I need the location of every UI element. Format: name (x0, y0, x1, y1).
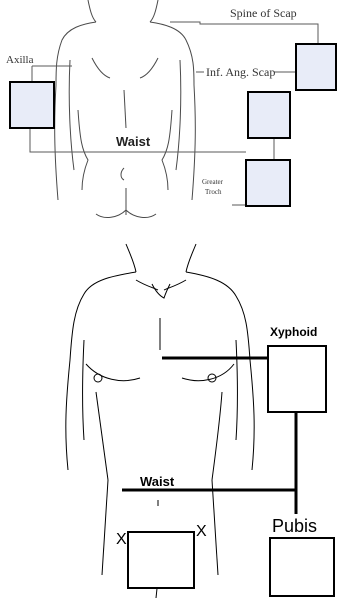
front-neck-left (126, 244, 136, 272)
back-arm-right (192, 85, 195, 200)
back-torso-left (78, 110, 88, 190)
leader-spine-of-scap (170, 22, 318, 44)
back-shoulder-right (150, 22, 194, 85)
back-neck-right (150, 0, 158, 22)
box-inf-ang-scap (248, 92, 290, 138)
box-greater-troch (246, 160, 290, 206)
back-spine (124, 90, 126, 128)
box-xyphoid (268, 346, 326, 412)
back-sacrum (121, 168, 124, 180)
back-arm-right-inner (176, 60, 181, 170)
front-shoulder-left (70, 272, 136, 360)
back-scapula-left (92, 58, 110, 78)
front-clavicle-left (136, 280, 158, 290)
front-clavicle-right (164, 280, 186, 290)
label-waist-back: Waist (116, 134, 151, 149)
front-neck-right (186, 244, 196, 272)
back-arm-left (55, 85, 58, 200)
back-scapula-right (140, 58, 158, 78)
front-neck-notch (152, 284, 170, 298)
label-spine-of-scap: Spine of Scap (230, 6, 297, 20)
front-abdomen-right (212, 392, 222, 480)
label-inf-ang-scap: Inf. Ang. Scap (206, 65, 275, 79)
box-axilla (10, 82, 54, 128)
back-gluteal-right (126, 210, 156, 217)
back-view-figure (55, 0, 196, 217)
front-hip-left (102, 480, 108, 575)
front-hip-right (212, 480, 218, 575)
back-gluteal-left (96, 210, 126, 217)
label-axilla: Axilla (6, 54, 34, 66)
label-x-right: X (196, 523, 207, 540)
front-shoulder-right (186, 272, 250, 360)
box-spine-of-scap (296, 44, 336, 90)
label-xyphoid: Xyphoid (270, 325, 317, 339)
front-arm-left-outer (66, 360, 70, 470)
leader-axilla (32, 66, 72, 82)
front-arm-left-inner (83, 340, 85, 440)
label-greater: Greater (202, 178, 224, 186)
label-waist-front: Waist (140, 474, 175, 489)
front-view-boxes (128, 346, 334, 596)
back-neck-left (88, 0, 96, 22)
back-view-boxes (10, 44, 336, 206)
back-torso-right (162, 110, 172, 190)
label-troch: Troch (205, 188, 222, 196)
front-arm-right-inner (236, 340, 238, 440)
front-abdomen-left (96, 392, 108, 480)
front-arm-right-outer (250, 360, 254, 470)
back-shoulder-left (56, 22, 96, 85)
front-nipple-left (94, 374, 102, 382)
back-arm-left-inner (69, 60, 74, 170)
label-x-left: X (116, 531, 127, 548)
box-pubis (270, 538, 334, 596)
label-pubis: Pubis (272, 516, 317, 536)
box-hip (128, 532, 194, 588)
